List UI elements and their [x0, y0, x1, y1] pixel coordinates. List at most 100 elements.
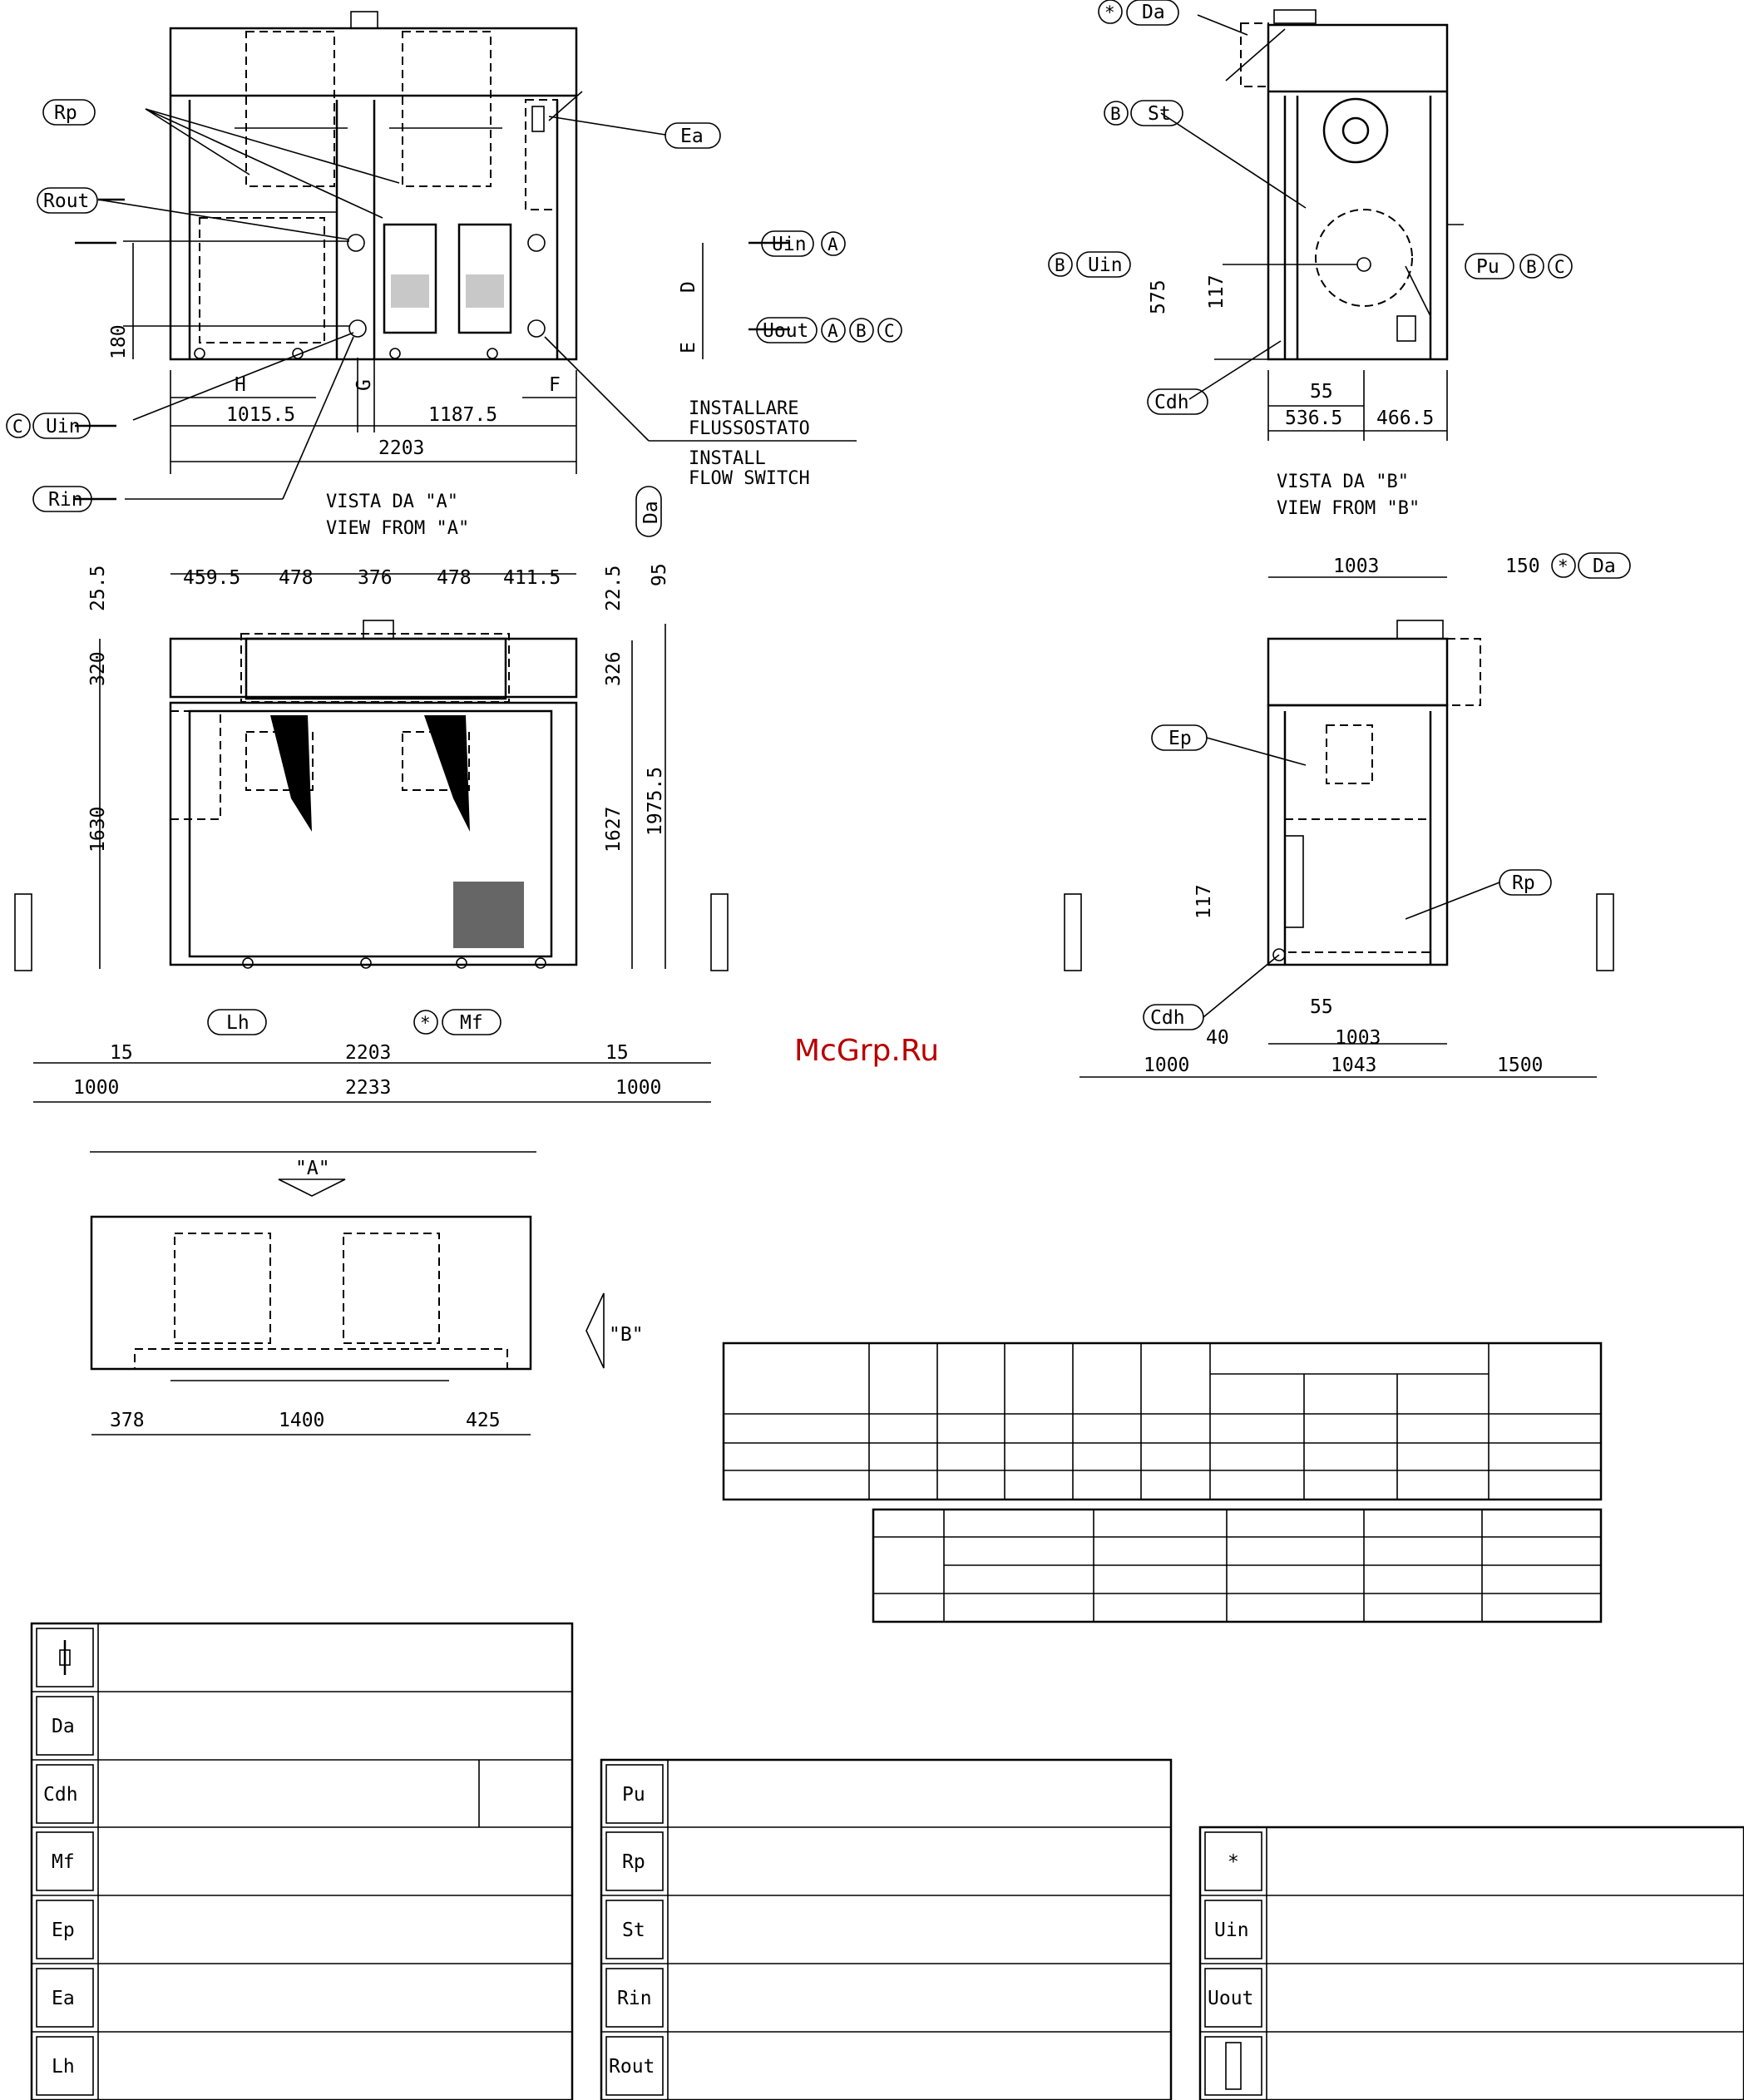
- svg-text:"B": "B": [609, 1324, 644, 1346]
- svg-text:*: *: [1558, 556, 1569, 576]
- tag-st: St: [1148, 103, 1171, 125]
- legend-cdh: Cdh: [43, 1784, 78, 1806]
- svg-text:1000: 1000: [615, 1077, 661, 1099]
- svg-text:478: 478: [279, 567, 314, 589]
- top-view: "A" 378 1400 425 "B": [90, 1151, 644, 1435]
- front-elevation: 459.5 478 376 478 411.5 25.5 22.5 95 320…: [14, 486, 729, 1103]
- legend-rout: Rout: [609, 2056, 655, 2078]
- legend-ea: Ea: [52, 1988, 75, 2009]
- legend-pu: Pu: [622, 1784, 645, 1806]
- svg-text:E: E: [678, 342, 699, 353]
- svg-text:C: C: [12, 417, 23, 437]
- side-view-title-en: VIEW FROM "B": [1277, 498, 1420, 519]
- side-view-b: 575 117 55 536.5 466.5 VISTA DA "B" VIEW…: [1148, 9, 1464, 519]
- tag-cdh: Cdh: [1154, 392, 1189, 413]
- svg-text:411.5: 411.5: [503, 567, 561, 589]
- tag-uin-b: Uin: [1088, 254, 1123, 276]
- front-view-a: [75, 11, 857, 501]
- svg-text:536.5: 536.5: [1285, 408, 1342, 429]
- svg-text:Rp: Rp: [1512, 872, 1535, 894]
- svg-text:2203: 2203: [378, 437, 424, 459]
- svg-text:C: C: [884, 321, 895, 341]
- legend-lh: Lh: [52, 2056, 75, 2078]
- svg-text:1630: 1630: [87, 807, 109, 852]
- svg-text:1015.5: 1015.5: [226, 404, 295, 426]
- note-flow-switch-en-1: INSTALL: [689, 448, 766, 469]
- legend-uin: Uin: [1214, 1920, 1249, 1941]
- svg-text:Da: Da: [640, 501, 662, 524]
- svg-text:F: F: [549, 374, 561, 396]
- svg-text:1003: 1003: [1335, 1027, 1381, 1049]
- svg-text:2233: 2233: [345, 1077, 391, 1099]
- svg-text:466.5: 466.5: [1376, 408, 1434, 429]
- svg-text:A: A: [828, 321, 838, 341]
- legend-col2: Pu Rp St Rin Rout: [600, 1758, 1173, 2100]
- svg-text:*: *: [420, 1013, 431, 1033]
- svg-text:Ep: Ep: [1168, 728, 1192, 749]
- svg-text:320: 320: [87, 651, 109, 686]
- svg-text:15: 15: [110, 1042, 133, 1064]
- legend-col1: Da Cdh Mf Ep Ea Lh: [30, 1622, 574, 2100]
- legend-st: St: [622, 1920, 645, 1941]
- front-view-title-en: VIEW FROM "A": [326, 518, 469, 539]
- svg-text:B: B: [1110, 104, 1121, 124]
- legend-da: Da: [52, 1716, 75, 1737]
- svg-text:1400: 1400: [279, 1410, 324, 1431]
- front-view-tags: Rp Rout Ea Uin A Uout A B C C Uin Rin: [6, 99, 902, 512]
- svg-text:1975.5: 1975.5: [645, 767, 666, 836]
- legend-uout: Uout: [1208, 1988, 1253, 2009]
- svg-text:425: 425: [466, 1410, 501, 1431]
- tag-rin: Rin: [48, 489, 83, 511]
- tag-rout: Rout: [43, 190, 89, 212]
- svg-text:15: 15: [605, 1042, 629, 1064]
- tag-ea: Ea: [680, 126, 704, 147]
- svg-text:Cdh: Cdh: [1150, 1007, 1185, 1029]
- svg-text:117: 117: [1193, 884, 1215, 919]
- tag-da: Da: [1142, 2, 1165, 23]
- svg-text:B: B: [856, 321, 867, 341]
- svg-text:D: D: [678, 281, 699, 293]
- svg-text:22.5: 22.5: [603, 566, 625, 611]
- data-tables: [722, 1342, 1603, 1623]
- tag-uout: Uout: [763, 320, 808, 342]
- svg-text:C: C: [1554, 257, 1565, 277]
- legend-mf: Mf: [52, 1851, 75, 1873]
- tag-lh: Lh: [226, 1012, 249, 1034]
- side-elevation: 1003 * 150 Da 117 55 40 1003 1000 1043 1…: [1064, 552, 1631, 1078]
- svg-text:575: 575: [1148, 279, 1169, 314]
- svg-text:117: 117: [1206, 274, 1228, 309]
- svg-text:B: B: [1055, 255, 1065, 275]
- svg-text:326: 326: [603, 651, 625, 686]
- svg-text:459.5: 459.5: [183, 567, 240, 589]
- svg-text:1500: 1500: [1497, 1055, 1543, 1076]
- side-view-title-it: VISTA DA "B": [1277, 472, 1409, 492]
- watermark: McGrp.Ru: [794, 1034, 939, 1068]
- svg-text:150: 150: [1505, 556, 1540, 577]
- svg-text:376: 376: [358, 567, 393, 589]
- svg-text:1003: 1003: [1333, 556, 1379, 577]
- legend-star: *: [1228, 1851, 1239, 1873]
- svg-text:B: B: [1526, 257, 1537, 277]
- svg-text:55: 55: [1310, 381, 1333, 403]
- svg-text:2203: 2203: [345, 1042, 391, 1064]
- legend-rp: Rp: [622, 1851, 645, 1873]
- front-view-dims: H 1015.5 1187.5 2203 F 180 D E G INSTALL…: [108, 281, 810, 539]
- svg-text:25.5: 25.5: [87, 566, 109, 611]
- svg-text:Da: Da: [1593, 556, 1616, 577]
- note-flow-switch-it-1: INSTALLARE: [689, 398, 798, 419]
- svg-text:1000: 1000: [1144, 1055, 1189, 1076]
- tag-pu: Pu: [1476, 256, 1499, 278]
- svg-text:180: 180: [108, 324, 130, 359]
- note-flow-switch-it-2: FLUSSOSTATO: [689, 418, 810, 439]
- legend-ep: Ep: [52, 1920, 75, 1941]
- svg-text:95: 95: [649, 563, 670, 586]
- tag-uin-c: Uin: [46, 416, 81, 437]
- svg-text:"A": "A": [295, 1158, 330, 1179]
- svg-text:55: 55: [1310, 996, 1333, 1018]
- svg-text:378: 378: [110, 1410, 145, 1431]
- legend-rin: Rin: [617, 1988, 652, 2009]
- tag-uin-a: Uin: [772, 234, 807, 255]
- svg-text:A: A: [828, 235, 838, 254]
- svg-text:1043: 1043: [1331, 1055, 1376, 1076]
